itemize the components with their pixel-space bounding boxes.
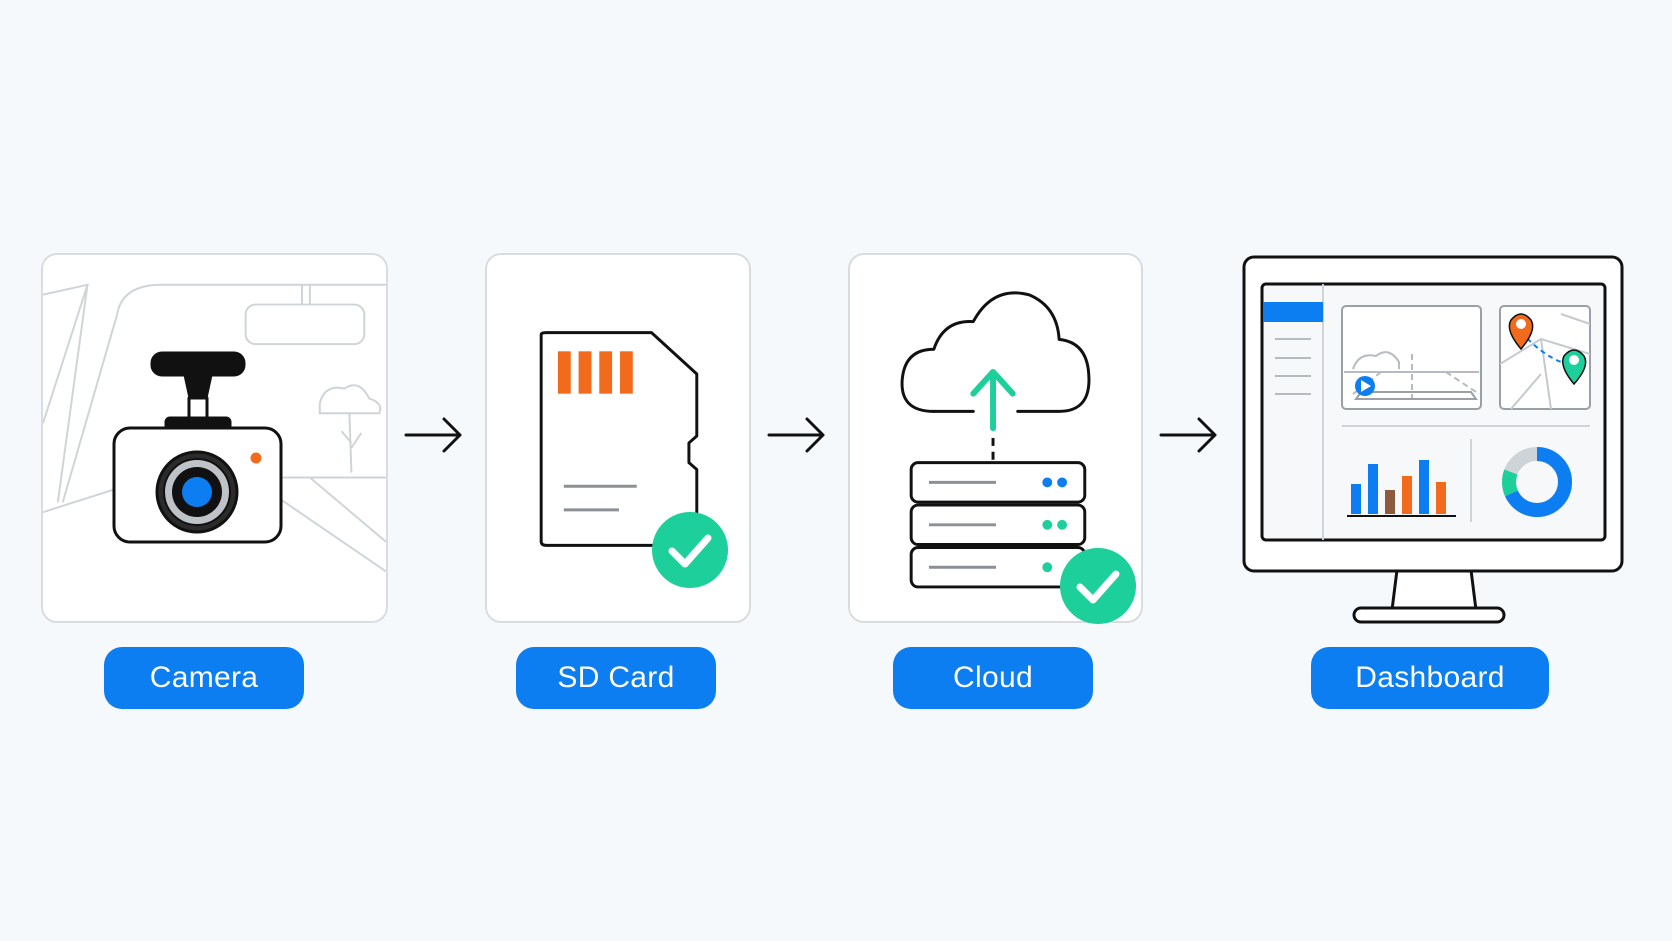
camera-card <box>41 253 388 623</box>
dashcam-scene <box>43 283 386 573</box>
arrow-right-icon <box>767 417 825 453</box>
step-label-cloud: Cloud <box>893 647 1093 709</box>
sd-card-card <box>485 253 751 623</box>
arrow-right-icon <box>404 417 462 453</box>
server-icon <box>909 461 1087 589</box>
monitor-icon <box>1242 255 1624 624</box>
step-label-camera: Camera <box>104 647 304 709</box>
cloud-upload-icon <box>900 291 1091 589</box>
sd-card-icon <box>539 331 699 547</box>
check-icon <box>1060 548 1136 624</box>
arrow-right-icon <box>1159 417 1217 453</box>
dashboard-monitor <box>1241 254 1627 630</box>
step-label-sd-card: SD Card <box>516 647 716 709</box>
check-icon <box>652 512 728 588</box>
step-label-dashboard: Dashboard <box>1311 647 1549 709</box>
dashcam-icon <box>112 351 283 544</box>
